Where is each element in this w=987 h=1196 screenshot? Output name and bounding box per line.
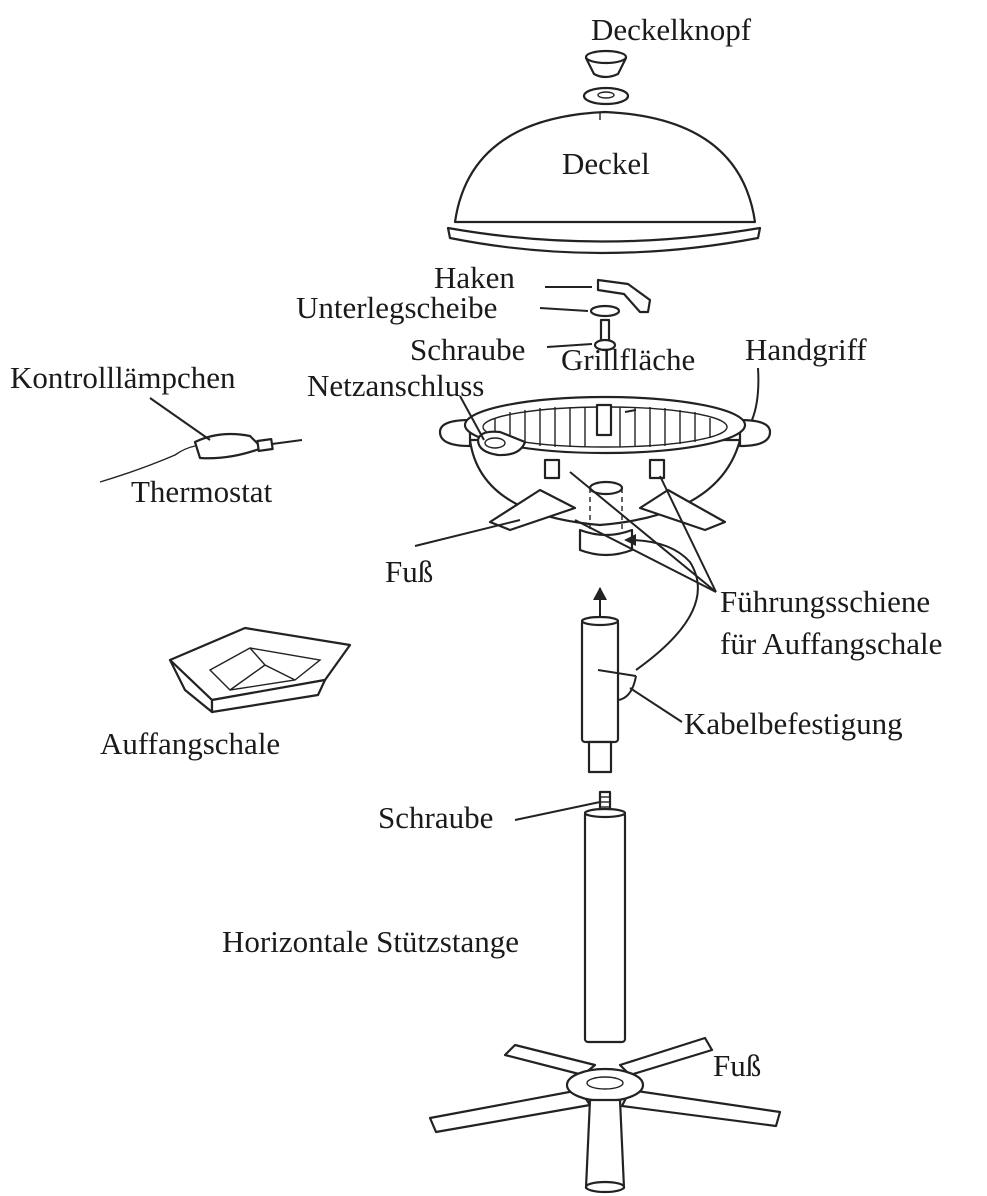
label-haken: Haken <box>434 260 515 295</box>
label-stuetzstange: Horizontale Stützstange <box>222 924 519 959</box>
bowl-socket <box>578 480 634 557</box>
label-schraube-top: Schraube <box>410 332 526 367</box>
label-thermostat: Thermostat <box>131 474 273 509</box>
label-auffangschale: Auffangschale <box>100 726 281 761</box>
label-schraube-bottom: Schraube <box>378 800 494 835</box>
label-kontrolllaempchen: Kontrolllämpchen <box>10 360 236 395</box>
label-unterlegscheibe: Unterlegscheibe <box>296 290 498 325</box>
label-fuehrungsschiene-line1: Führungsschiene <box>720 584 931 619</box>
label-fuehrungsschiene-line2: für Auffangschale <box>720 626 943 661</box>
lid-dome <box>446 110 762 255</box>
lid-knob <box>582 49 630 106</box>
support-pole <box>583 790 627 1044</box>
label-deckel: Deckel <box>562 146 650 181</box>
drip-tray <box>168 626 352 714</box>
label-handgriff: Handgriff <box>745 332 867 367</box>
base-star <box>428 1036 782 1194</box>
upper-pole <box>580 534 699 774</box>
thermostat-probe <box>99 432 303 483</box>
label-netzanschluss: Netzanschluss <box>307 368 485 403</box>
label-fuss-bowl: Fuß <box>385 554 434 589</box>
label-grillflaeche: Grillfläche <box>561 342 696 377</box>
grill-bowl <box>438 395 772 527</box>
label-fuss-base: Fuß <box>713 1048 762 1083</box>
label-deckelknopf: Deckelknopf <box>591 12 752 47</box>
leader-lines <box>149 286 760 821</box>
hook-washer-screw <box>589 278 652 352</box>
label-kabelbefestigung: Kabelbefestigung <box>684 706 903 741</box>
bowl-feet <box>488 488 727 532</box>
